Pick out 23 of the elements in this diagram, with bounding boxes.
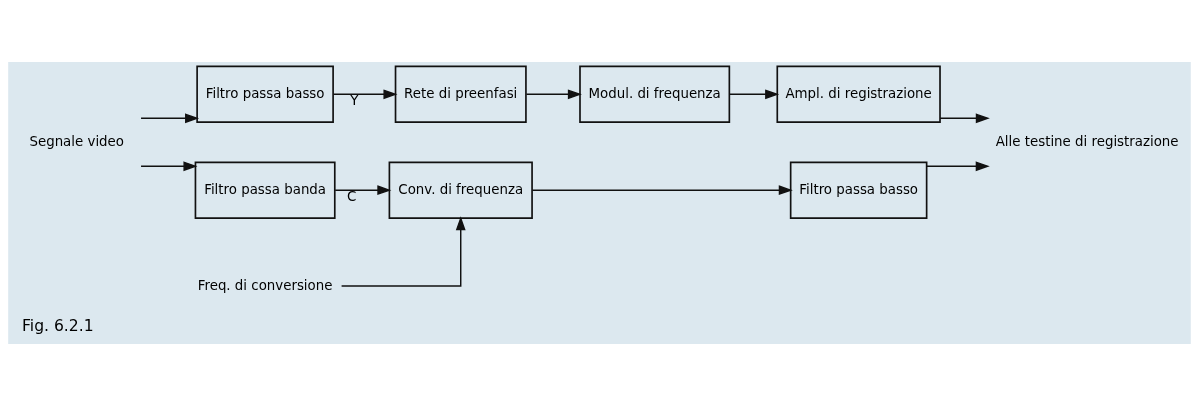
arrow — [728, 89, 780, 100]
arrow — [340, 216, 466, 287]
arrow — [531, 185, 793, 196]
node-text: Segnale video — [29, 133, 124, 149]
arrow — [939, 113, 990, 124]
arrow — [525, 89, 582, 100]
node-box: Modul. di frequenza — [579, 65, 731, 124]
arrow — [334, 185, 392, 196]
edge-label: C — [346, 188, 357, 204]
node-box: Ampl. di registrazione — [776, 65, 941, 124]
arrow — [140, 113, 200, 124]
node-text: Alle testine di registrazione — [995, 133, 1179, 149]
node-box: Conv. di frequenza — [388, 161, 533, 219]
node-text: Freq. di conversione — [197, 277, 333, 293]
arrow — [140, 161, 198, 172]
node-box: Filtro passa basso — [789, 161, 928, 219]
node-box: Filtro passa basso — [196, 65, 334, 124]
arrow — [926, 161, 990, 172]
node-box: Filtro passa banda — [194, 161, 336, 219]
caption: Fig. 6.2.1 — [21, 316, 94, 335]
node-box: Rete di preenfasi — [394, 65, 527, 124]
arrow — [332, 89, 398, 100]
edge-label: Y — [350, 93, 359, 109]
